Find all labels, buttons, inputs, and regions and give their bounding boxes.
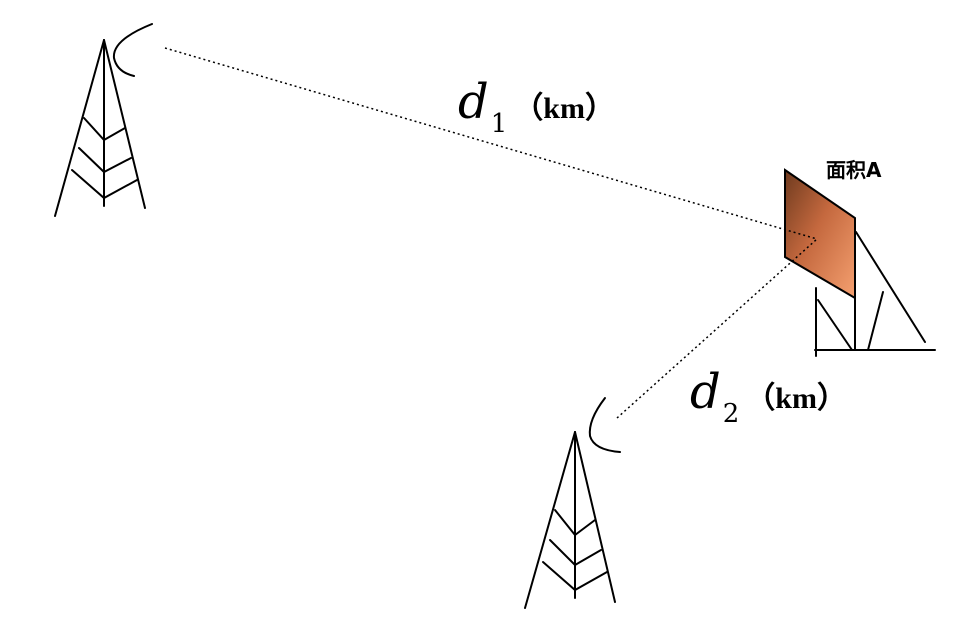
path-d1 [164, 47, 818, 240]
area-label: 面积A [826, 158, 882, 182]
reflector-panel [784, 168, 856, 300]
d2-unit: （km） [745, 382, 847, 415]
reflector-support [814, 231, 936, 357]
d2-symbol: d [690, 364, 721, 420]
tower-2-antenna-icon [588, 397, 621, 453]
d1-symbol: d [458, 74, 489, 130]
d1-subscript: 1 [490, 109, 508, 139]
tower-2-icon [524, 431, 616, 609]
tower-1-icon [54, 39, 146, 217]
tower-1-antenna-icon [112, 23, 153, 77]
d2-subscript: 2 [722, 399, 740, 429]
distance-d2-label: d2（km） [690, 368, 847, 427]
distance-d1-label: d1（km） [458, 78, 615, 137]
d1-unit: （km） [513, 92, 615, 125]
